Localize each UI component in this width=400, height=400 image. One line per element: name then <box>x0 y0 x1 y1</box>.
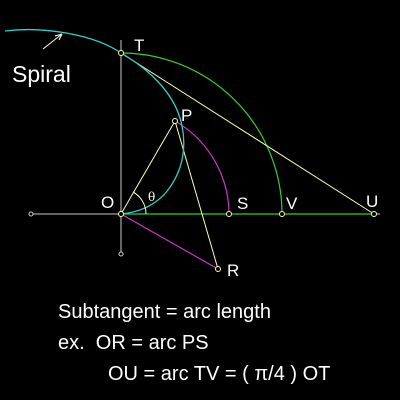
point-o-label: O <box>101 193 114 212</box>
tangent-pr <box>174 120 219 270</box>
point-p-label: P <box>181 106 192 125</box>
axis-end-bottom-marker <box>118 251 124 257</box>
caption-line-3: OU = arc TV = ( π/4 ) OT <box>108 363 330 385</box>
pointer-arrow-line <box>42 33 63 50</box>
point-r-marker <box>215 266 221 272</box>
segment-or <box>120 213 219 270</box>
spiral-curve <box>4 28 185 215</box>
point-t-label: T <box>134 36 144 55</box>
arc-tv <box>120 52 283 215</box>
spiral-label: Spiral <box>12 61 71 87</box>
point-r-label: R <box>227 261 239 280</box>
arrow-head-icon <box>54 33 63 41</box>
point-o-marker <box>118 211 124 217</box>
angle-arc <box>132 191 147 215</box>
caption-line-1: Subtangent = arc length <box>58 301 271 323</box>
point-s-label: S <box>237 194 248 213</box>
point-p-marker <box>172 118 178 124</box>
point-s-marker <box>226 211 232 217</box>
point-t-marker <box>118 50 124 56</box>
tangent-tu <box>120 52 375 215</box>
radius-op <box>120 120 176 215</box>
arc-ps <box>174 120 230 215</box>
point-u-marker <box>371 211 377 217</box>
caption-line-2: ex. OR = arc PS <box>58 332 209 354</box>
point-v-label: V <box>286 194 298 213</box>
point-v-marker <box>279 211 285 217</box>
angle-theta-label: θ <box>148 190 155 204</box>
point-u-label: U <box>366 192 378 211</box>
axis-end-left-marker <box>28 211 34 217</box>
